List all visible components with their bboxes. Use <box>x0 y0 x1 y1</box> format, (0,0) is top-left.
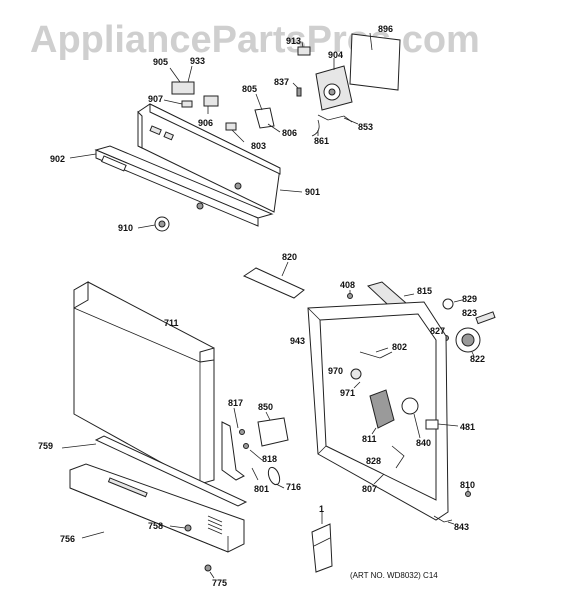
label-758: 758 <box>148 521 163 531</box>
label-801: 801 <box>254 484 269 494</box>
part-853-bracket <box>317 114 353 123</box>
label-913: 913 <box>286 36 301 46</box>
label-807: 807 <box>362 484 377 494</box>
label-971: 971 <box>340 388 355 398</box>
label-817: 817 <box>228 398 243 408</box>
part-number-labels: 896 913 904 905 933 837 805 907 906 853 … <box>38 24 485 588</box>
part-803 <box>225 122 237 131</box>
art-number: (ART NO. WD8032) C14 <box>350 571 438 580</box>
part-481 <box>425 419 439 430</box>
part-810-screw <box>465 491 471 497</box>
label-910: 910 <box>118 223 133 233</box>
label-861: 861 <box>314 136 329 146</box>
label-756: 756 <box>60 534 75 544</box>
label-943: 943 <box>290 336 305 346</box>
part-828 <box>391 445 405 469</box>
label-481: 481 <box>460 422 475 432</box>
part-840 <box>401 397 419 415</box>
label-810: 810 <box>460 480 475 490</box>
label-802: 802 <box>392 342 407 352</box>
label-408: 408 <box>340 280 355 290</box>
watermark: AppliancePartsPros.com <box>30 19 480 61</box>
label-906: 906 <box>198 118 213 128</box>
toe-kick-vents <box>207 515 223 535</box>
label-803: 803 <box>251 141 266 151</box>
part-837 <box>296 87 302 97</box>
label-716: 716 <box>286 482 301 492</box>
part-802-arm <box>359 351 393 359</box>
label-820: 820 <box>282 252 297 262</box>
label-827: 827 <box>430 326 445 336</box>
part-756-toe-kick <box>69 463 245 553</box>
part-907 <box>181 100 193 108</box>
part-861 <box>311 119 320 137</box>
part-843 <box>433 515 453 523</box>
part-913-switch <box>297 46 311 56</box>
label-905: 905 <box>153 57 168 67</box>
label-815: 815 <box>417 286 432 296</box>
label-843: 843 <box>454 522 469 532</box>
part-850-cover <box>257 417 289 447</box>
label-853: 853 <box>358 122 373 132</box>
part-896-cover-plate <box>349 33 401 91</box>
label-901: 901 <box>305 187 320 197</box>
label-822: 822 <box>470 354 485 364</box>
label-896: 896 <box>378 24 393 34</box>
part-970 <box>350 368 362 380</box>
label-1: 1 <box>319 504 324 514</box>
label-806: 806 <box>282 128 297 138</box>
label-904: 904 <box>328 50 343 60</box>
part-823 <box>475 311 496 325</box>
label-828: 828 <box>366 456 381 466</box>
label-907: 907 <box>148 94 163 104</box>
label-805: 805 <box>242 84 257 94</box>
part-801-latch-bracket <box>221 421 245 481</box>
part-811-detergent-dispenser <box>369 389 395 429</box>
part-820-handle <box>242 267 305 299</box>
label-829: 829 <box>462 294 477 304</box>
part-759-trim <box>94 435 248 507</box>
part-711-door-panel <box>73 281 215 485</box>
part-775-screw <box>204 564 212 572</box>
label-840: 840 <box>416 438 431 448</box>
label-970: 970 <box>328 366 343 376</box>
label-823: 823 <box>462 308 477 318</box>
label-759: 759 <box>38 441 53 451</box>
label-902: 902 <box>50 154 65 164</box>
part-758-screw <box>184 524 192 532</box>
label-811: 811 <box>362 434 377 444</box>
part-805-bracket <box>254 107 275 129</box>
label-933: 933 <box>190 56 205 66</box>
part-818 <box>243 443 249 449</box>
label-837: 837 <box>274 77 289 87</box>
label-818: 818 <box>262 454 277 464</box>
label-850: 850 <box>258 402 273 412</box>
part-829 <box>442 298 454 310</box>
part-1-literature <box>311 523 333 573</box>
label-711: 711 <box>164 318 179 328</box>
part-408-screw <box>347 293 353 299</box>
label-775: 775 <box>212 578 227 588</box>
part-905-switch-assembly <box>171 81 195 95</box>
part-906 <box>203 95 219 107</box>
